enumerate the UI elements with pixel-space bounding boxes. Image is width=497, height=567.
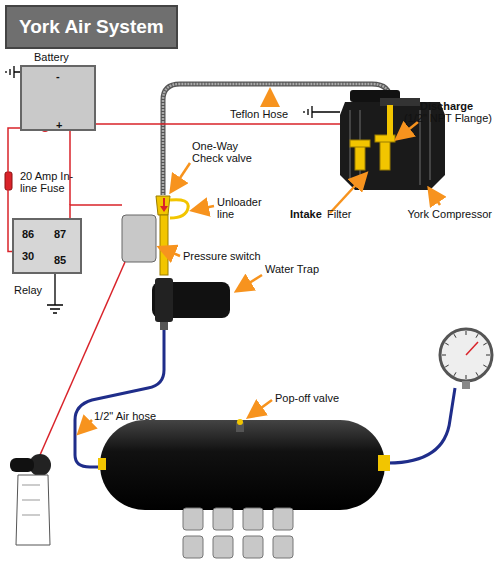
terminal-sign: + — [56, 119, 62, 131]
pin-number: 87 — [54, 228, 66, 240]
valve-label: One-Way Check valve — [192, 140, 252, 164]
pin-number: 85 — [54, 254, 66, 266]
popoff-label: Pop-off valve — [275, 392, 339, 404]
airhose-label: 1/2" Air hose — [94, 410, 156, 422]
intake-label: Intake — [290, 208, 322, 220]
part-name: Battery — [34, 51, 69, 63]
battery-box: Battery-+ — [20, 65, 96, 131]
title-box: York Air System — [5, 5, 178, 49]
compressor-label: York Compressor — [407, 208, 492, 220]
flange-label: (1/2" NPT Flange) — [404, 112, 492, 124]
pin-number: 30 — [22, 250, 34, 262]
hose-label: Teflon Hose — [230, 108, 288, 120]
pin-number: 86 — [22, 228, 34, 240]
filter-label: Filter — [327, 208, 351, 220]
terminal-sign: - — [56, 70, 60, 82]
fuse-label: 20 Amp In-line Fuse — [20, 170, 75, 194]
unloader-label: Unloader line — [217, 196, 267, 220]
switch-label: Pressure switch — [183, 250, 261, 262]
trap-label: Water Trap — [265, 263, 319, 275]
discharge-label: Discharge — [420, 100, 473, 112]
part-name: Relay — [14, 284, 42, 296]
relay-box: 86873085Relay — [12, 218, 82, 274]
